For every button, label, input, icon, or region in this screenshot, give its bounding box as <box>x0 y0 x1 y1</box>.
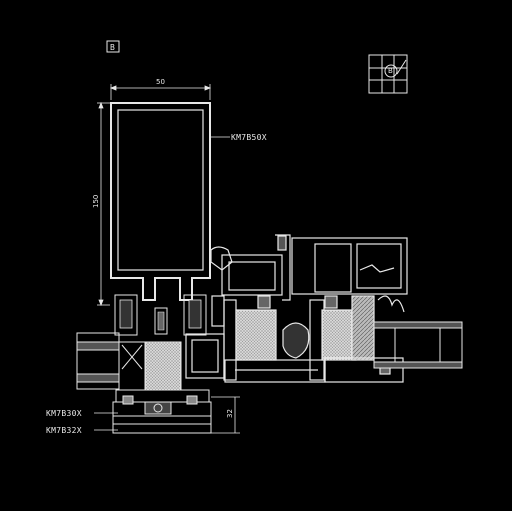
detail-mark: B <box>106 40 120 53</box>
callout-cover-cap: KM7B32X <box>46 426 118 435</box>
right-glass-unit <box>373 321 463 369</box>
dimension-cover: 32 <box>211 396 240 434</box>
window-frame-profiles <box>185 234 408 383</box>
mullion-profile <box>110 102 211 336</box>
callout-pressure-plate: KM7B30X <box>46 409 118 418</box>
key-plan: B <box>368 54 408 94</box>
key-plan-mark: B <box>388 67 393 75</box>
pressure-plate-assembly <box>112 389 212 434</box>
detail-mark-label: B <box>110 43 115 52</box>
dimension-cover-label: 32 <box>226 409 234 418</box>
callout-mullion: KM7B50X <box>210 133 267 142</box>
left-glass-unit <box>76 332 182 391</box>
dimension-depth-label: 150 <box>92 195 100 208</box>
dimension-width: 50 <box>109 78 212 100</box>
callout-pressure-plate-label: KM7B30X <box>46 409 82 418</box>
callout-cover-cap-label: KM7B32X <box>46 426 82 435</box>
dimension-depth: 150 <box>92 101 110 307</box>
callout-mullion-label: KM7B50X <box>231 133 267 142</box>
dimension-width-label: 50 <box>156 78 165 86</box>
